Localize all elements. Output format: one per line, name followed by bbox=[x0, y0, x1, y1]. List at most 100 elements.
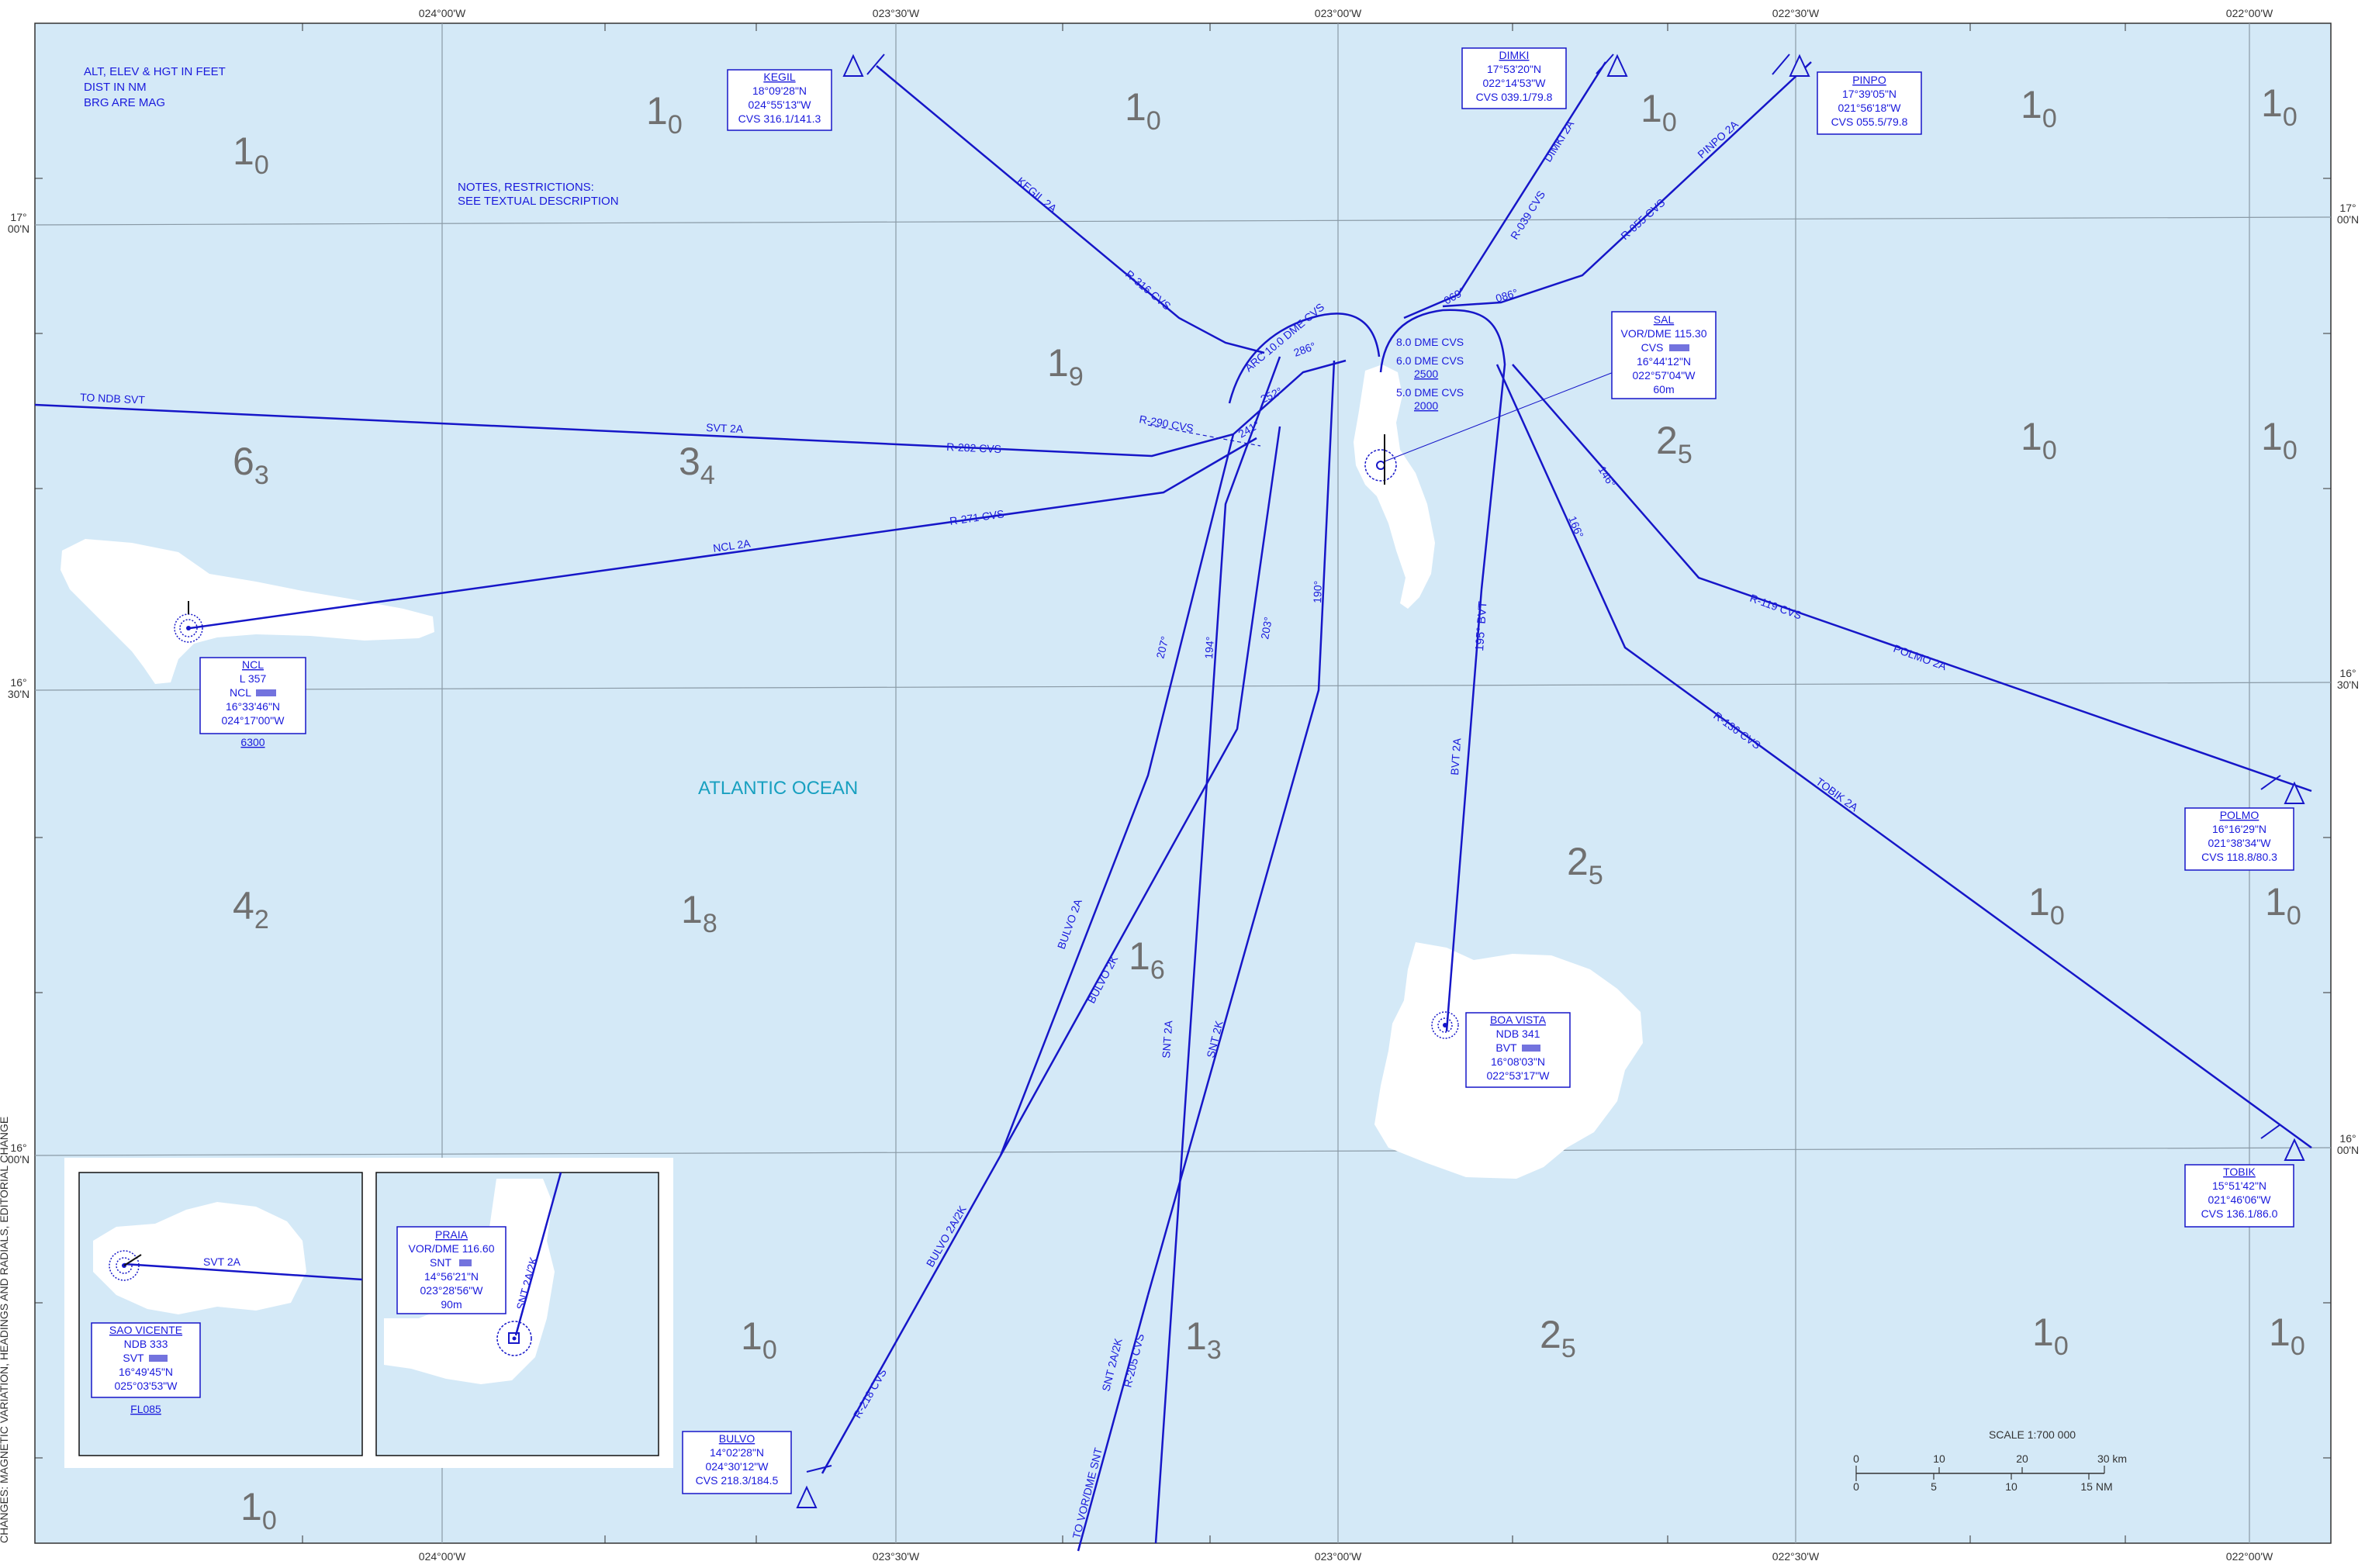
polmo-fix-icon bbox=[2284, 781, 2305, 804]
lon-label: 024°00'W bbox=[419, 7, 466, 19]
lat-deg: 17° bbox=[2339, 202, 2356, 214]
waypoint-box-tobik[interactable]: TOBIK 15°51'42"N 021°46'06"W CVS 136.1/8… bbox=[2184, 1164, 2294, 1228]
lat-deg: 16° bbox=[10, 1141, 26, 1154]
navaid-line: VOR/DME 116.60 bbox=[408, 1242, 494, 1255]
insets-panel: SVT 2A SNT 2A/2K bbox=[64, 1158, 673, 1468]
waypoint-name: KEGIL bbox=[763, 71, 795, 83]
waypoint-line: CVS 316.1/141.3 bbox=[738, 112, 821, 125]
note-line: SEE TEXTUAL DESCRIPTION bbox=[458, 195, 619, 208]
svt-ndb-icon bbox=[109, 1250, 142, 1281]
tobik-fix-icon bbox=[2284, 1138, 2305, 1161]
navaid-line: 16°08'03"N bbox=[1491, 1055, 1545, 1068]
route-sal-exit bbox=[1379, 309, 1506, 590]
waypoint-box-polmo[interactable]: POLMO 16°16'29"N 021°38'34"W CVS 118.8/8… bbox=[2184, 807, 2294, 871]
route-label: 2000 bbox=[1414, 399, 1438, 412]
lon-label: 023°30'W bbox=[873, 7, 920, 19]
route-kegil-2a bbox=[876, 65, 1265, 354]
route-label: 5.0 DME CVS bbox=[1396, 386, 1464, 399]
route-dimki-2a bbox=[1403, 61, 1607, 319]
note-line: NOTES, RESTRICTIONS: bbox=[458, 181, 594, 194]
navaid-box-praia[interactable]: PRAIA VOR/DME 116.60 SNT 14°56'21"N 023°… bbox=[396, 1226, 507, 1314]
fix-ticks bbox=[806, 54, 2281, 1473]
scale-bar: SCALE 1:700 000 0 10 20 30 km 0 5 10 15 … bbox=[1853, 1428, 2127, 1493]
island-sal bbox=[1354, 364, 1435, 609]
scale-nm-tick: 10 bbox=[2005, 1480, 2018, 1493]
dimki-fix-icon bbox=[1606, 54, 1628, 77]
navaid-line: 025°03'53"W bbox=[115, 1380, 178, 1392]
navaid-box-boa-vista[interactable]: BOA VISTA NDB 341 BVT 16°08'03"N 022°53'… bbox=[1465, 1012, 1571, 1088]
navaid-line: BVT bbox=[1495, 1041, 1517, 1054]
waypoint-box-dimki[interactable]: DIMKI 17°53'20"N 022°14'53"W CVS 039.1/7… bbox=[1461, 47, 1567, 109]
elevation-figure: 10 bbox=[2265, 880, 2301, 931]
elevation-figure: 18 bbox=[681, 888, 717, 938]
route-bulvo-2a2k bbox=[821, 1155, 1002, 1474]
navaid-line: FL085 bbox=[130, 1403, 161, 1415]
waypoint-box-kegil[interactable]: KEGIL 18°09'28"N 024°55'13"W CVS 316.1/1… bbox=[727, 69, 832, 131]
navaid-box-sal[interactable]: SAL VOR/DME 115.30 CVS 16°44'12"N 022°57… bbox=[1611, 311, 1717, 399]
waypoint-line: CVS 218.3/184.5 bbox=[696, 1474, 779, 1487]
lat-min: 30'N bbox=[2337, 679, 2359, 691]
navaid-name: SAL bbox=[1654, 313, 1675, 326]
route-pinpo-2a bbox=[1442, 61, 1812, 308]
lat-min: 00'N bbox=[8, 1153, 29, 1166]
island-sao-nicolau bbox=[61, 539, 434, 684]
waypoint-line: 021°56'18"W bbox=[1838, 102, 1902, 114]
routes bbox=[34, 61, 2312, 1552]
route-snt-2k bbox=[1146, 360, 1336, 1296]
navaid-name: BOA VISTA bbox=[1490, 1014, 1547, 1026]
navaid-line: 024°17'00"W bbox=[222, 714, 285, 727]
elevation-figure: 10 bbox=[2269, 1311, 2305, 1361]
waypoint-box-pinpo[interactable]: PINPO 17°39'05"N 021°56'18"W CVS 055.5/7… bbox=[1817, 71, 1922, 135]
route-label: R-282 CVS bbox=[946, 440, 1001, 455]
route-bulvo-2k bbox=[999, 426, 1281, 1156]
fix-triangles bbox=[796, 54, 2305, 1508]
navaid-line: CVS bbox=[1641, 341, 1664, 354]
elevation-figure: 19 bbox=[1047, 341, 1084, 392]
lon-label: 022°30'W bbox=[1772, 7, 1820, 19]
navaid-name: PRAIA bbox=[435, 1228, 469, 1241]
elevation-figure: 10 bbox=[233, 130, 269, 180]
inset-route-snt bbox=[514, 1172, 562, 1336]
waypoint-name: DIMKI bbox=[1499, 49, 1530, 61]
waypoint-line: CVS 136.1/86.0 bbox=[2201, 1207, 2278, 1220]
scale-nm-tick: 15 NM bbox=[2080, 1480, 2112, 1493]
elevation-figure: 10 bbox=[1641, 87, 1677, 137]
navaid-line: L 357 bbox=[240, 672, 267, 685]
lon-label: 023°00'W bbox=[1315, 1550, 1362, 1563]
route-bulvo-2a bbox=[999, 433, 1235, 1156]
navaid-box-ncl[interactable]: NCL L 357 NCL 16°33'46"N 024°17'00"W 630… bbox=[199, 657, 306, 748]
notes-units: ALT, ELEV & HGT IN FEET DIST IN NM BRG A… bbox=[84, 65, 226, 109]
route-polmo-2a bbox=[1512, 364, 2312, 793]
waypoint-name: TOBIK bbox=[2223, 1166, 2256, 1178]
navaid-line: 16°44'12"N bbox=[1637, 355, 1691, 368]
waypoint-line: 15°51'42"N bbox=[2212, 1179, 2266, 1192]
route-r290-dash bbox=[1147, 424, 1261, 447]
waypoint-line: 022°14'53"W bbox=[1483, 77, 1547, 89]
route-label: TO NDB SVT bbox=[80, 391, 146, 406]
elevation-figure: 63 bbox=[233, 440, 269, 490]
elevation-figure: 34 bbox=[679, 440, 715, 490]
snt-vor-icon bbox=[496, 1321, 532, 1356]
route-ncl-2a bbox=[189, 437, 1257, 630]
waypoint-box-bulvo[interactable]: BULVO 14°02'28"N 024°30'12"W CVS 218.3/1… bbox=[682, 1431, 792, 1494]
morse-code-icon bbox=[149, 1355, 168, 1362]
latitude-labels: 17° 00'N 16° 30'N 16° 00'N 17° 00'N 16° … bbox=[8, 202, 2359, 1166]
route-label: NCL 2A bbox=[712, 537, 752, 554]
island-sao-vicente bbox=[93, 1202, 306, 1314]
route-label: SNT 2A bbox=[1160, 1020, 1174, 1059]
waypoint-line: 16°16'29"N bbox=[2212, 823, 2266, 835]
lat-min: 00'N bbox=[2337, 1144, 2359, 1156]
note-line: BRG ARE MAG bbox=[84, 96, 165, 109]
navaid-line: NCL bbox=[230, 686, 251, 699]
route-label: 8.0 DME CVS bbox=[1396, 336, 1464, 348]
morse-code-icon bbox=[459, 1259, 472, 1266]
navaid-line: SVT bbox=[123, 1352, 144, 1364]
navaid-line: 14°56'21"N bbox=[424, 1270, 479, 1283]
elevation-figure: 25 bbox=[1567, 840, 1603, 890]
navaid-line: VOR/DME 115.30 bbox=[1620, 327, 1706, 340]
elevation-figure: 25 bbox=[1540, 1313, 1576, 1363]
elevation-figure: 10 bbox=[240, 1485, 277, 1535]
navaid-box-sao-vicente[interactable]: SAO VICENTE NDB 333 SVT 16°49'45"N 025°0… bbox=[91, 1322, 201, 1415]
scale-km-tick: 20 bbox=[2016, 1452, 2028, 1465]
